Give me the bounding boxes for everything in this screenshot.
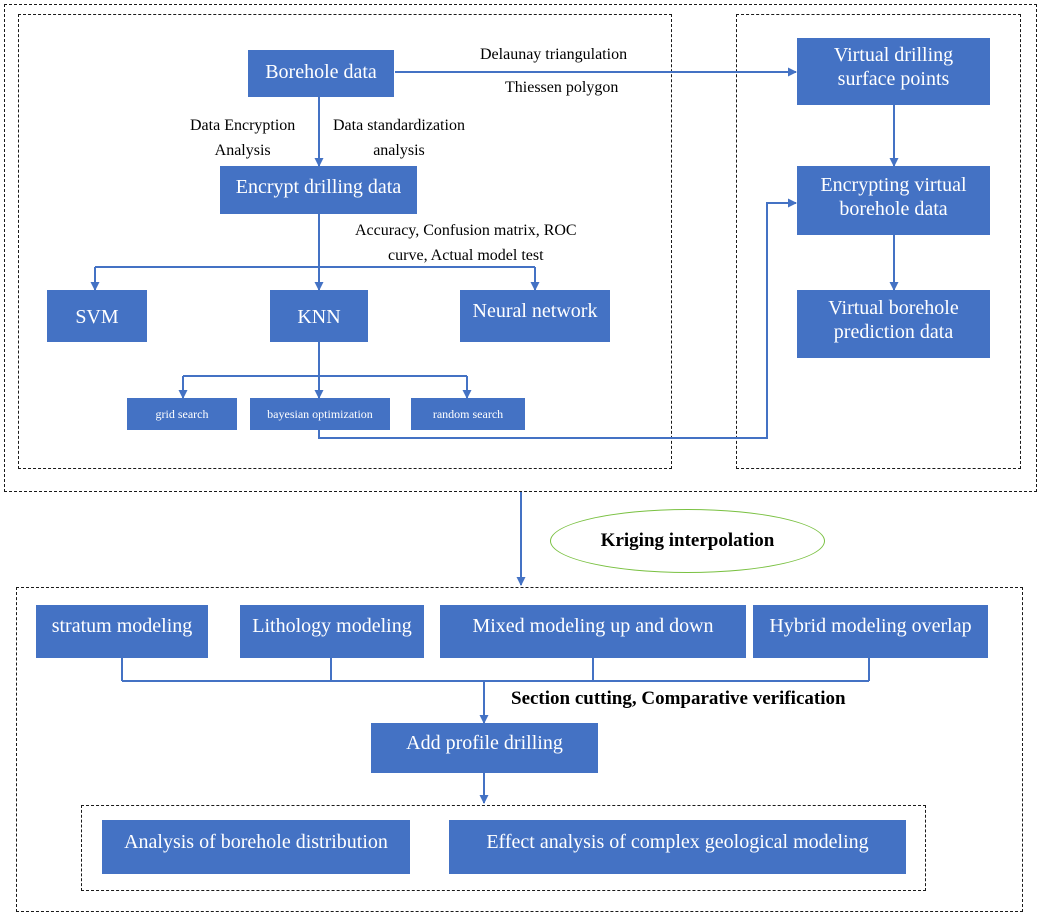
effect-analysis-node: Effect analysis of complex geological mo… [449, 820, 906, 874]
effect-analysis-text: Effect analysis of complex geological mo… [486, 831, 869, 853]
encryption-analysis-line-1: Data Encryption [190, 117, 296, 134]
neural-network-node: Neural network [460, 290, 610, 342]
borehole-data-node: Borehole data [248, 50, 394, 97]
analysis-distribution-node: Analysis of borehole distribution [102, 820, 410, 874]
bayesian-optimization-text: bayesian optimization [267, 407, 373, 421]
virtual-prediction-line-1: Virtual borehole [828, 297, 959, 319]
upper-outer-group [4, 4, 1037, 492]
encryption-analysis-line-2: Analysis [214, 141, 271, 159]
add-profile-drilling-node: Add profile drilling [371, 723, 598, 773]
thiessen-label: Thiessen polygon [505, 79, 619, 96]
knn-node: KNN [270, 290, 368, 342]
encrypt-drilling-data-text: Encrypt drilling data [235, 176, 402, 198]
analysis-group [81, 805, 926, 891]
kriging-text: Kriging interpolation [600, 530, 775, 551]
svm-text: SVM [75, 306, 119, 328]
standardization-label: Data standardization analysis [333, 114, 465, 164]
hybrid-modeling-node: Hybrid modeling overlap [753, 605, 988, 658]
grid-search-node: grid search [127, 398, 237, 430]
virtual-prediction-line-2: prediction data [833, 321, 954, 343]
analysis-distribution-text: Analysis of borehole distribution [124, 831, 388, 853]
modeling-group [16, 587, 1023, 912]
virtual-surface-points-line-2: surface points [837, 68, 950, 90]
encrypt-drilling-data-node: Encrypt drilling data [220, 166, 417, 214]
arrow-bayesian-to-encrypting-virtual [318, 198, 797, 439]
prediction-method-group [18, 14, 672, 469]
encrypting-virtual-line-2: borehole data [839, 198, 948, 220]
neural-network-text: Neural network [472, 300, 598, 322]
encrypting-virtual-node: Encrypting virtual borehole data [797, 166, 990, 235]
hybrid-modeling-text: Hybrid modeling overlap [769, 615, 972, 637]
random-search-node: random search [411, 398, 525, 430]
virtual-surface-points-line-1: Virtual drilling [833, 44, 954, 66]
virtual-surface-points-node: Virtual drilling surface points [797, 38, 990, 105]
mixed-modeling-node: Mixed modeling up and down [440, 605, 746, 658]
virtual-borehole-group [736, 14, 1021, 469]
delaunay-label: Delaunay triangulation [480, 46, 628, 63]
encryption-analysis-label: Data Encryption Analysis [190, 114, 295, 164]
encrypting-virtual-line-1: Encrypting virtual [820, 174, 967, 196]
section-cutting-label: Section cutting, Comparative verificatio… [511, 688, 846, 709]
lithology-modeling-node: Lithology modeling [240, 605, 424, 658]
standardization-line-1: Data standardization [333, 117, 465, 134]
add-profile-drilling-text: Add profile drilling [406, 732, 563, 754]
kriging-oval: Kriging interpolation [550, 509, 825, 573]
standardization-line-2: analysis [373, 141, 425, 159]
metrics-line-2: curve, Actual model test [388, 246, 544, 264]
bayesian-optimization-node: bayesian optimization [250, 398, 390, 430]
metrics-line-1: Accuracy, Confusion matrix, ROC [355, 222, 577, 239]
knn-text: KNN [297, 306, 341, 328]
mixed-modeling-text: Mixed modeling up and down [472, 615, 714, 637]
borehole-data-text: Borehole data [265, 61, 377, 83]
lithology-modeling-text: Lithology modeling [252, 615, 412, 637]
metrics-label: Accuracy, Confusion matrix, ROC curve, A… [355, 219, 577, 269]
stratum-modeling-node: stratum modeling [36, 605, 208, 658]
stratum-modeling-text: stratum modeling [51, 615, 193, 637]
virtual-prediction-node: Virtual borehole prediction data [797, 290, 990, 358]
grid-search-text: grid search [155, 407, 209, 421]
random-search-text: random search [432, 407, 504, 421]
svm-node: SVM [47, 290, 147, 342]
